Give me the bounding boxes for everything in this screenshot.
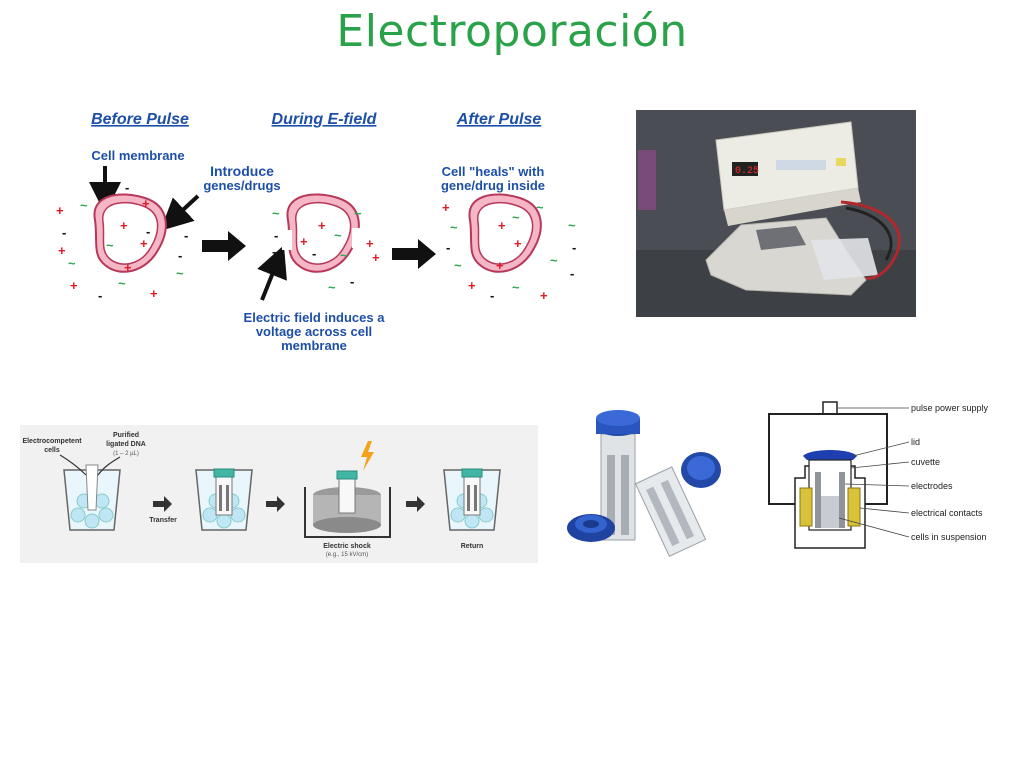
label-dna-volume: (1 – 2 µL) xyxy=(113,451,139,457)
label-pulse-power-supply: pulse power supply xyxy=(911,403,989,413)
svg-text:~: ~ xyxy=(328,280,336,295)
svg-text:-: - xyxy=(490,288,494,303)
protocol-illustration: Electrocompetent cells Purified ligated … xyxy=(20,425,538,563)
membrane-diagram: Before Pulse During E-field After Pulse … xyxy=(50,100,600,360)
svg-text:+: + xyxy=(372,250,380,265)
device-display: 0.25 xyxy=(735,166,759,177)
arrow-transition-2 xyxy=(392,239,436,269)
charge-symbols: + ~ - + ~ + - ~ + ~ - - - + + + + ~ - + … xyxy=(56,180,576,303)
label-shock-strength: (e.g., 15 kV/cm) xyxy=(326,552,368,558)
label-introduce: Introduce xyxy=(210,163,274,179)
svg-text:+: + xyxy=(496,258,504,273)
header-after-pulse: After Pulse xyxy=(456,111,542,128)
svg-text:+: + xyxy=(300,234,308,249)
svg-text:~: ~ xyxy=(454,258,462,273)
svg-text:+: + xyxy=(318,218,326,233)
svg-text:+: + xyxy=(124,260,132,275)
label-electrodes: electrodes xyxy=(911,481,953,491)
beaker-ice-3 xyxy=(443,468,501,531)
svg-text:~: ~ xyxy=(118,276,126,291)
svg-text:-: - xyxy=(184,228,188,243)
label-cells-in-suspension: cells in suspension xyxy=(911,532,987,542)
svg-text:~: ~ xyxy=(80,198,88,213)
svg-text:+: + xyxy=(514,236,522,251)
label-electric-shock: Electric shock xyxy=(323,543,371,550)
svg-text:+: + xyxy=(120,218,128,233)
cuvettes-photo xyxy=(553,400,738,570)
svg-text:~: ~ xyxy=(68,256,76,271)
svg-text:~: ~ xyxy=(568,218,576,233)
cell-before xyxy=(93,193,167,273)
svg-text:-: - xyxy=(98,288,102,303)
beaker-ice-1 xyxy=(63,464,121,531)
svg-text:-: - xyxy=(272,244,276,259)
svg-text:~: ~ xyxy=(176,266,184,281)
svg-text:~: ~ xyxy=(550,253,558,268)
svg-text:-: - xyxy=(125,180,129,195)
arrow-step-3 xyxy=(406,496,425,512)
label-cuvette: cuvette xyxy=(911,457,940,467)
svg-text:-: - xyxy=(274,228,278,243)
svg-text:-: - xyxy=(178,248,182,263)
arrow-cells xyxy=(59,454,87,476)
svg-text:+: + xyxy=(498,218,506,233)
arrow-step-2 xyxy=(266,496,285,512)
cell-during xyxy=(282,193,362,273)
svg-text:+: + xyxy=(70,278,78,293)
label-heals-1: Cell "heals" with xyxy=(442,164,545,179)
svg-text:~: ~ xyxy=(106,238,114,253)
label-genes-drugs: genes/drugs xyxy=(203,178,280,193)
arrow-introduce xyxy=(160,194,200,231)
svg-text:-: - xyxy=(570,266,574,281)
arrow-dna xyxy=(97,456,121,476)
label-purified: Purified xyxy=(113,432,139,439)
label-efield-2: voltage across cell xyxy=(256,324,372,339)
label-lid: lid xyxy=(911,437,920,447)
svg-text:~: ~ xyxy=(512,280,520,295)
label-return: Return xyxy=(461,543,484,550)
svg-text:+: + xyxy=(366,236,374,251)
svg-text:+: + xyxy=(56,203,64,218)
svg-text:~: ~ xyxy=(272,206,280,221)
svg-text:+: + xyxy=(150,286,158,301)
header-during-efield: During E-field xyxy=(272,111,378,128)
svg-text:~: ~ xyxy=(450,220,458,235)
svg-text:~: ~ xyxy=(340,248,348,263)
svg-text:+: + xyxy=(540,288,548,303)
arrow-transition-1 xyxy=(202,231,246,261)
beaker-ice-2 xyxy=(195,468,253,531)
arrow-transfer xyxy=(153,496,172,512)
cell-after xyxy=(468,193,542,273)
svg-text:+: + xyxy=(442,200,450,215)
label-efield-1: Electric field induces a xyxy=(244,310,386,325)
electroporator-photo: 0.25 xyxy=(636,110,916,317)
label-electrical-contacts: electrical contacts xyxy=(911,508,983,518)
label-heals-2: gene/drug inside xyxy=(441,178,545,193)
label-efield-3: membrane xyxy=(281,338,347,353)
header-before-pulse: Before Pulse xyxy=(91,111,189,128)
label-cells: cells xyxy=(44,447,60,454)
slide-title: Electroporación xyxy=(336,6,688,57)
svg-text:-: - xyxy=(62,225,66,240)
svg-text:+: + xyxy=(468,278,476,293)
arrow-efield xyxy=(257,245,287,301)
electroporator-shock xyxy=(304,441,391,538)
svg-text:~: ~ xyxy=(334,228,342,243)
svg-text:-: - xyxy=(350,274,354,289)
svg-text:-: - xyxy=(146,224,150,239)
svg-text:+: + xyxy=(58,243,66,258)
svg-text:+: + xyxy=(142,196,150,211)
label-ligated-dna: ligated DNA xyxy=(106,441,146,448)
svg-text:-: - xyxy=(572,240,576,255)
label-transfer: Transfer xyxy=(149,517,177,524)
svg-text:~: ~ xyxy=(512,210,520,225)
label-electrocompetent: Electrocompetent xyxy=(22,438,82,445)
label-cell-membrane: Cell membrane xyxy=(91,148,184,163)
svg-text:~: ~ xyxy=(354,206,362,221)
svg-text:+: + xyxy=(140,236,148,251)
svg-text:~: ~ xyxy=(536,200,544,215)
svg-text:-: - xyxy=(446,240,450,255)
cuvette-schematic: pulse power supply lid cuvette electrode… xyxy=(765,398,1010,553)
svg-text:-: - xyxy=(312,246,316,261)
